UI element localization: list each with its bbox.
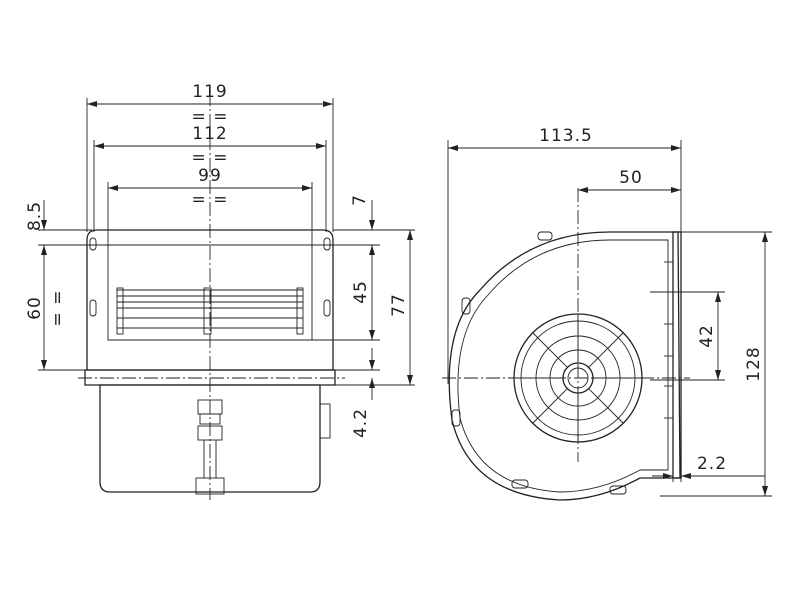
dim-axis-offset-label: 50 (619, 168, 643, 188)
dim-outlet-span-label: 42 (697, 324, 717, 348)
dim-total-height-front (335, 230, 415, 386)
dim-depth-label: 113.5 (539, 126, 593, 146)
side-outlet-flange (672, 231, 682, 479)
equal-mark-outer: = = (192, 107, 229, 127)
side-view: 113.5 50 42 128 (442, 126, 772, 501)
equal-mark-outlet-height: = = (48, 290, 68, 327)
dim-outlet-height-label: 60 (25, 296, 45, 320)
dim-bottom-offset (335, 348, 380, 400)
front-slot-mid-right (323, 299, 331, 317)
dim-total-height-side-label: 128 (744, 346, 764, 381)
dim-outlet-span (650, 291, 725, 381)
dim-flange-height-label: 8.5 (25, 201, 45, 231)
side-scroll-inner-contour (457, 239, 669, 493)
front-motor-tab (319, 403, 331, 439)
equal-mark-mid: = = (192, 148, 229, 168)
dim-flange-thickness (652, 430, 765, 482)
side-flange-ribs (664, 261, 673, 419)
dim-outlet-height (38, 262, 88, 371)
dim-width-inner-label: 99 (198, 166, 222, 186)
dim-width-mid-label: 112 (192, 124, 227, 144)
front-motor-housing (99, 384, 321, 493)
dim-blade-height-label: 45 (351, 280, 371, 304)
dim-width-inner (107, 182, 313, 247)
dim-depth (447, 140, 682, 384)
dim-total-height-front-label: 77 (389, 293, 409, 317)
dim-flange-height (38, 200, 108, 262)
dim-top-offset (312, 200, 415, 255)
dim-width-mid (93, 140, 327, 232)
front-outlet-housing (86, 229, 334, 371)
equal-mark-inner: = = (192, 190, 229, 210)
front-slot-top-left (89, 237, 97, 251)
dim-total-height-side (660, 231, 772, 497)
front-view: 119 = = 112 = = 99 = = 8.5 (25, 82, 415, 500)
dim-bottom-offset-label: 4.2 (351, 408, 371, 438)
dim-width-outer-label: 119 (192, 82, 227, 102)
dim-axis-offset (578, 187, 681, 193)
side-housing-bumps (451, 231, 627, 495)
front-slot-mid-left (89, 299, 97, 317)
side-scroll-housing (448, 231, 681, 501)
front-slot-top-right (323, 237, 331, 251)
dim-top-offset-label: 7 (350, 194, 370, 206)
dim-flange-thickness-label: 2.2 (697, 454, 727, 474)
dim-blade-height (312, 245, 380, 341)
dim-width-outer (86, 98, 334, 232)
